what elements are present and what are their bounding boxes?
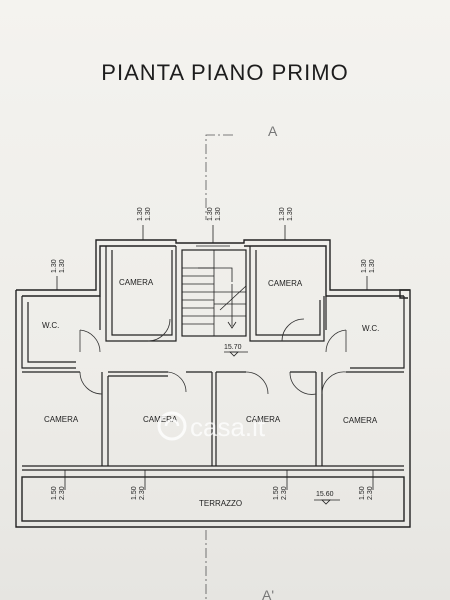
section-mark-top: A xyxy=(268,123,278,139)
window-dim-height: 1.30 xyxy=(369,259,376,273)
room-label-terrazzo: TERRAZZO xyxy=(199,499,242,508)
room-label-wc-right: W.C. xyxy=(362,324,379,333)
level-label-terrace: 15.60 xyxy=(316,491,334,498)
level-label-stair: 15.70 xyxy=(224,344,242,351)
window-markers xyxy=(40,225,390,490)
window-dim-height: 1.30 xyxy=(287,207,294,221)
plan-title: PIANTA PIANO PRIMO xyxy=(101,60,349,85)
window-dim-height: 1.30 xyxy=(145,207,152,221)
outer-walls xyxy=(15,239,411,528)
window-dim-width: 1.30 xyxy=(207,207,214,221)
window-dim-width: 1.30 xyxy=(361,259,368,273)
room-label-wc-left: W.C. xyxy=(42,321,59,330)
terrace-window-dim-width: 1.50 xyxy=(51,486,58,500)
door-swings xyxy=(79,318,347,395)
room-label-camera-5: CAMERA xyxy=(246,415,281,424)
terrace-window-dim-height: 2.30 xyxy=(367,486,374,500)
staircase xyxy=(182,250,247,336)
watermark-text: casa.it xyxy=(190,412,266,442)
window-dim-width: 1.30 xyxy=(137,207,144,221)
window-dim-height: 1.30 xyxy=(59,259,66,273)
section-line xyxy=(205,134,233,600)
terrace-window-dim-width: 1.50 xyxy=(131,486,138,500)
room-label-camera-1: CAMERA xyxy=(119,278,154,287)
room-label-camera-6: CAMERA xyxy=(343,416,378,425)
window-dim-height: 1.30 xyxy=(215,207,222,221)
room-label-camera-2: CAMERA xyxy=(268,279,303,288)
room-label-camera-3: CAMERA xyxy=(44,415,79,424)
section-mark-bottom: A' xyxy=(262,587,274,600)
terrace-window-dim-height: 2.30 xyxy=(59,486,66,500)
terrace-window-dim-height: 2.30 xyxy=(281,486,288,500)
terrace-window-dim-width: 1.50 xyxy=(273,486,280,500)
level-marker-glyphs xyxy=(224,351,340,505)
window-dim-width: 1.30 xyxy=(51,259,58,273)
window-dim-width: 1.30 xyxy=(279,207,286,221)
watermark: casa.it xyxy=(157,411,266,442)
terrace-window-dim-width: 1.50 xyxy=(359,486,366,500)
terrace-window-dim-height: 2.30 xyxy=(139,486,146,500)
